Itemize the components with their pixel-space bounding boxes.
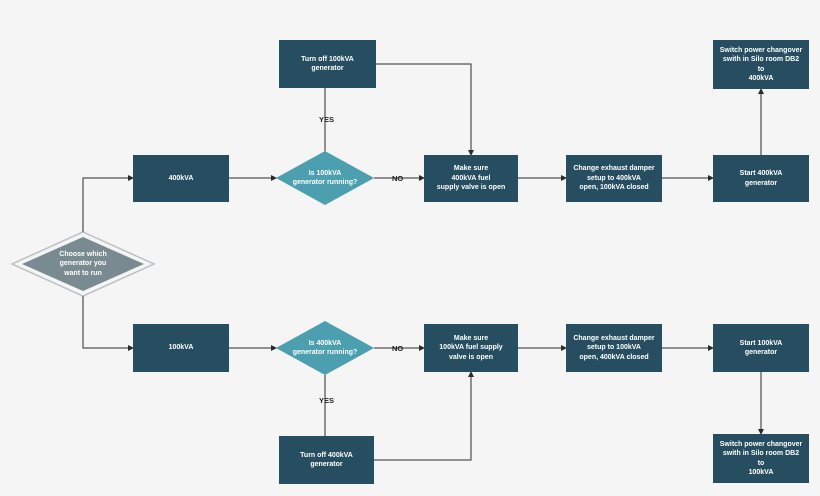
node-switch-100kva: Switch power changover swith in Silo roo… <box>713 434 809 483</box>
edge-choose-to-100kva <box>82 296 134 351</box>
node-100kva: 100kVA <box>133 324 229 372</box>
no-label-top: NO <box>392 174 404 183</box>
top-question-text: Is 100kVA generator running? <box>292 169 358 186</box>
node-turn-off-100kva: Turn off 100kVA generator <box>279 40 376 88</box>
node-switch-400kva: Switch power changover swith in Silo roo… <box>713 40 809 89</box>
edge-turnoff-to-fuel-top <box>376 63 474 156</box>
node-start-100kva: Start 100kVA generator <box>713 324 809 372</box>
edge-turnoff-to-fuel-bottom <box>374 371 474 461</box>
choose-generator-text: Choose which generator you want to run <box>59 250 107 277</box>
choose-diamond-fill <box>22 237 144 291</box>
no-label-bottom: NO <box>392 344 404 353</box>
node-turn-off-400kva: Turn off 400kVA generator <box>279 436 374 484</box>
node-fuel-valve-100kva: Make sure 100kVA fuel supply valve is op… <box>424 324 518 372</box>
yes-label-bottom: YES <box>319 396 335 405</box>
node-start-400kva: Start 400kVA generator <box>713 155 809 202</box>
node-damper-100kva: Change exhaust damper setup to 100kVA op… <box>566 324 662 372</box>
node-damper-400kva: Change exhaust damper setup to 400kVA op… <box>566 155 662 202</box>
yes-label-top: YES <box>319 115 335 124</box>
node-400kva: 400kVA <box>133 155 229 202</box>
edge-choose-to-400kva <box>82 175 134 232</box>
bottom-question-text: Is 400kVA generator running? <box>292 339 358 356</box>
top-question-diamond <box>276 151 374 205</box>
bottom-question-diamond <box>276 321 374 375</box>
node-fuel-valve-400kva: Make sure 400kVA fuel supply valve is op… <box>424 155 518 202</box>
